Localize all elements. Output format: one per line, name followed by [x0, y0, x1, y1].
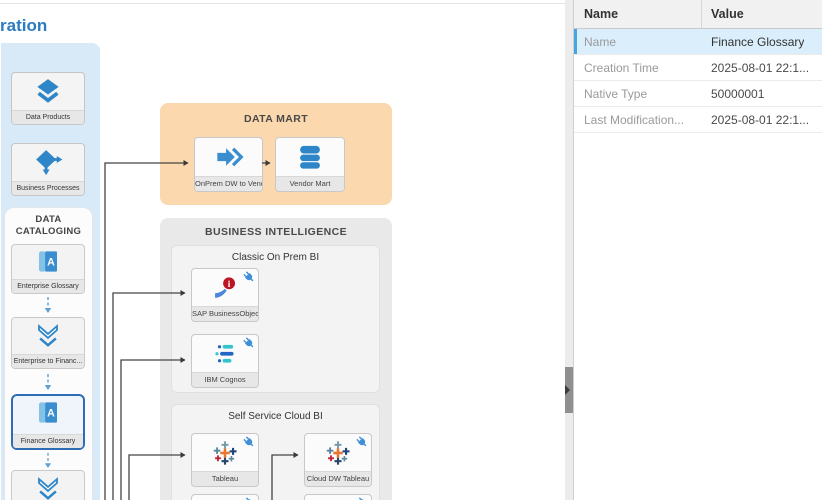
property-value: 50000001 [711, 86, 765, 101]
dashed-flow-arrow-icon [44, 452, 52, 468]
node-ibm-cognos[interactable]: IBM Cognos [191, 334, 259, 388]
data-cataloging-panel: DATA CATALOGING Enterprise Glossary Ente… [4, 207, 93, 500]
property-row-creation-time[interactable]: Creation Time 2025-08-01 22:1... [574, 55, 822, 81]
lineage-diagram-canvas[interactable]: DATA MART OnPrem DW to Vend... Vendor Ma… [101, 0, 565, 500]
glossary-book-icon [13, 396, 83, 429]
column-header-name: Name [574, 0, 702, 28]
diagram-sidebar: Data Products Business Processes DATA CA… [1, 43, 100, 500]
column-header-value: Value [711, 7, 744, 21]
sidebar-item-finance-glossary[interactable]: Finance Glossary [11, 394, 85, 450]
property-name: Creation Time [584, 60, 659, 75]
node-vendor-mart[interactable]: Vendor Mart [275, 137, 345, 192]
self-service-cloud-bi-title: Self Service Cloud BI [228, 411, 323, 422]
node-label: OnPrem DW to Vend... [195, 176, 262, 191]
property-row-native-type[interactable]: Native Type 50000001 [574, 81, 822, 107]
sidebar-item-enterprise-to-finance-mapping[interactable]: Enterprise to Financ... [11, 317, 85, 369]
connector-plug-icon[interactable] [243, 436, 255, 448]
classic-on-prem-bi-title: Classic On Prem BI [231, 252, 320, 263]
database-icon [276, 138, 344, 176]
sidebar-item-business-processes[interactable]: Business Processes [11, 143, 85, 196]
node-sap-businessobjects[interactable]: SAP BusinessObjects [191, 268, 259, 322]
data-products-layers-icon [12, 73, 84, 109]
splitter-collapse-arrow-icon [565, 385, 570, 395]
node-label: Business Processes [12, 181, 84, 195]
business-intelligence-group-title: BUSINESS INTELLIGENCE [205, 226, 347, 238]
property-row-name[interactable]: Name Finance Glossary [574, 29, 822, 55]
node-label: Enterprise to Financ... [12, 354, 84, 368]
mapping-double-chevron-icon [12, 471, 84, 500]
mapping-double-chevron-icon [12, 318, 84, 351]
property-value: 2025-08-01 22:1... [711, 60, 810, 75]
node-label: Cloud DW Tableau [305, 471, 371, 486]
node-tableau[interactable]: Tableau [191, 433, 259, 487]
property-name: Last Modification... [584, 112, 685, 127]
dashed-flow-arrow-icon [44, 296, 52, 314]
panel-splitter [565, 0, 573, 500]
node-label: Enterprise Glossary [12, 279, 84, 293]
data-mart-group-title: DATA MART [243, 113, 309, 125]
property-value: Finance Glossary [711, 34, 805, 49]
node-partial-card[interactable] [304, 494, 372, 500]
properties-panel: Name Value Name Finance Glossary Creatio… [573, 0, 822, 500]
node-label: Tableau [192, 471, 258, 486]
data-cataloging-title: DATA CATALOGING [15, 214, 82, 238]
business-process-icon [12, 144, 84, 180]
sidebar-item-data-products[interactable]: Data Products [11, 72, 85, 125]
node-label: SAP BusinessObjects [192, 306, 258, 321]
property-row-last-modification[interactable]: Last Modification... 2025-08-01 22:1... [574, 107, 822, 133]
properties-table-header: Name Value [574, 0, 822, 29]
top-divider [0, 3, 566, 4]
dashed-flow-arrow-icon [44, 373, 52, 391]
connector-plug-icon[interactable] [243, 337, 255, 349]
page-title: ration [0, 16, 48, 35]
splitter-handle[interactable] [565, 367, 573, 413]
business-intelligence-group: BUSINESS INTELLIGENCE Classic On Prem BI… [160, 218, 392, 500]
glossary-book-icon [12, 245, 84, 278]
node-label: IBM Cognos [192, 372, 258, 387]
node-label: Finance Glossary [13, 434, 83, 448]
data-mart-group: DATA MART OnPrem DW to Vend... Vendor Ma… [160, 103, 392, 205]
connector-plug-icon[interactable] [243, 271, 255, 283]
connector-plug-icon[interactable] [356, 436, 368, 448]
sidebar-item-enterprise-glossary[interactable]: Enterprise Glossary [11, 244, 85, 294]
node-label: Data Products [12, 110, 84, 124]
node-partial-card[interactable] [191, 494, 259, 500]
self-service-cloud-bi-group: Self Service Cloud BI Tableau Cloud DW T… [171, 404, 380, 500]
node-cloud-dw-tableau[interactable]: Cloud DW Tableau [304, 433, 372, 487]
transform-arrow-icon [195, 138, 262, 176]
node-label: Vendor Mart [276, 176, 344, 191]
sidebar-item-mapping-partial[interactable] [11, 470, 85, 500]
classic-on-prem-bi-group: Classic On Prem BI SAP BusinessObjects I… [171, 245, 380, 393]
property-value: 2025-08-01 22:1... [711, 112, 810, 127]
node-onprem-dw-to-vendor[interactable]: OnPrem DW to Vend... [194, 137, 263, 192]
property-name: Native Type [584, 86, 648, 101]
property-name: Name [584, 34, 617, 49]
